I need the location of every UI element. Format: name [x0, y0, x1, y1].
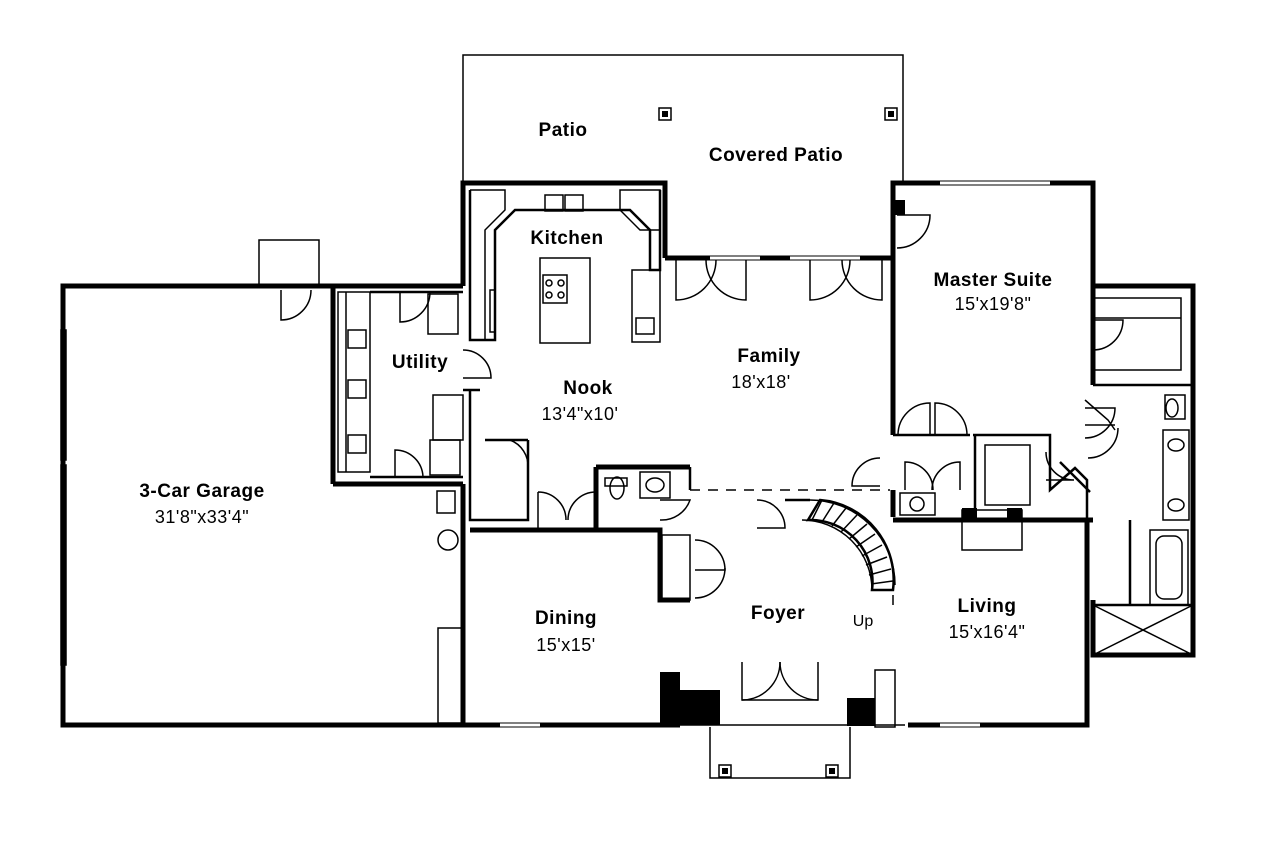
family-label: Family	[737, 346, 800, 367]
garage-area	[60, 239, 464, 728]
dining-label: Dining	[535, 608, 597, 629]
garage-dim: 31'8"x33'4"	[155, 507, 249, 527]
nook-dim: 13'4"x10'	[542, 404, 619, 424]
exterior-walls	[333, 180, 1196, 728]
master-suite-dim: 15'x19'8"	[955, 294, 1032, 314]
utility-label: Utility	[392, 352, 448, 373]
master-suite-label: Master Suite	[934, 270, 1053, 291]
interior-walls	[463, 200, 1091, 605]
front-entry	[660, 661, 896, 779]
kitchen-counters	[468, 189, 662, 344]
living-label: Living	[958, 596, 1017, 617]
utility-room	[337, 290, 492, 479]
kitchen-label: Kitchen	[530, 228, 603, 249]
nook-label: Nook	[563, 378, 613, 399]
garage-label: 3-Car Garage	[139, 481, 264, 502]
family-dim: 18'x18'	[731, 372, 790, 392]
patio-label: Patio	[539, 120, 588, 141]
living-dim: 15'x16'4"	[949, 622, 1026, 642]
foyer-label: Foyer	[751, 603, 805, 624]
stair-up-label: Up	[853, 613, 874, 630]
master-bath	[1084, 286, 1194, 656]
covered-patio-area	[462, 54, 904, 183]
dining-dim: 15'x15'	[536, 635, 595, 655]
stair-treads	[811, 499, 894, 585]
covered-patio-label: Covered Patio	[709, 145, 843, 166]
